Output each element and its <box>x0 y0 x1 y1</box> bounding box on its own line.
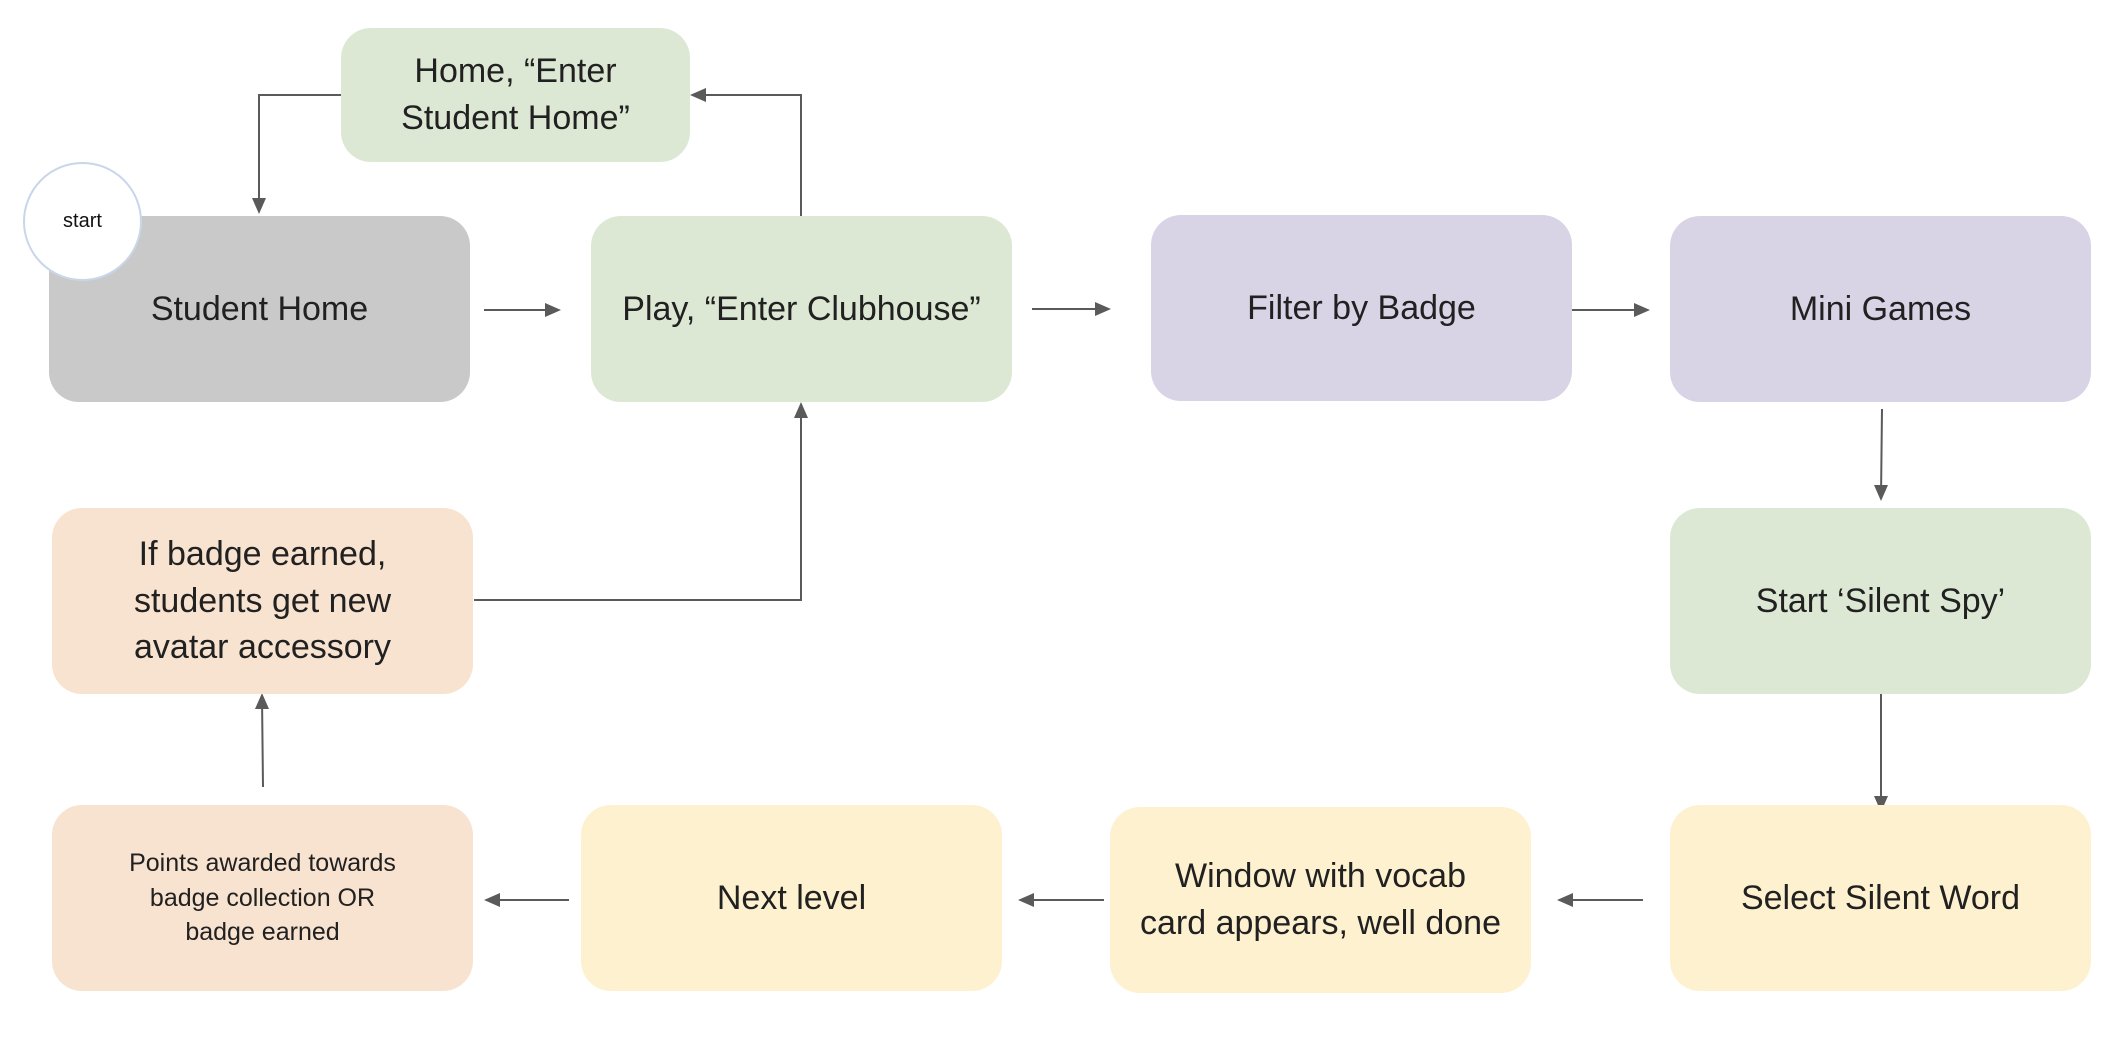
arrow-badge-earned-to-play <box>474 406 802 601</box>
arrow-home-to-student-home <box>258 94 341 212</box>
arrow-points-to-badge-earned <box>261 696 264 788</box>
start-marker: start <box>23 162 142 281</box>
node-vocab-window: Window with vocab card appears, well don… <box>1110 807 1531 993</box>
arrowhead <box>252 198 266 214</box>
node-home-enter-student-home: Home, “Enter Student Home” <box>341 28 690 162</box>
arrowhead <box>484 893 500 907</box>
arrowhead <box>794 402 808 418</box>
node-next-level: Next level <box>581 805 1002 991</box>
arrowhead <box>255 693 269 709</box>
node-filter-by-badge: Filter by Badge <box>1151 215 1572 401</box>
arrowhead <box>1874 485 1888 501</box>
arrow-play-to-home <box>695 94 802 216</box>
arrowhead <box>545 303 561 317</box>
node-start-silent-spy: Start ‘Silent Spy’ <box>1670 508 2091 694</box>
arrowhead <box>1095 302 1111 316</box>
arrowhead <box>1874 796 1888 812</box>
arrowhead <box>1634 303 1650 317</box>
node-mini-games: Mini Games <box>1670 216 2091 402</box>
arrowhead <box>690 88 706 102</box>
arrowhead <box>1018 893 1034 907</box>
node-points-awarded: Points awarded towards badge collection … <box>52 805 473 991</box>
node-play-enter-clubhouse: Play, “Enter Clubhouse” <box>591 216 1012 402</box>
node-select-silent-word: Select Silent Word <box>1670 805 2091 991</box>
node-badge-earned-accessory: If badge earned, students get new avatar… <box>52 508 473 694</box>
arrow-mini-games-to-silent-spy <box>1880 408 1883 498</box>
arrowhead <box>1557 893 1573 907</box>
